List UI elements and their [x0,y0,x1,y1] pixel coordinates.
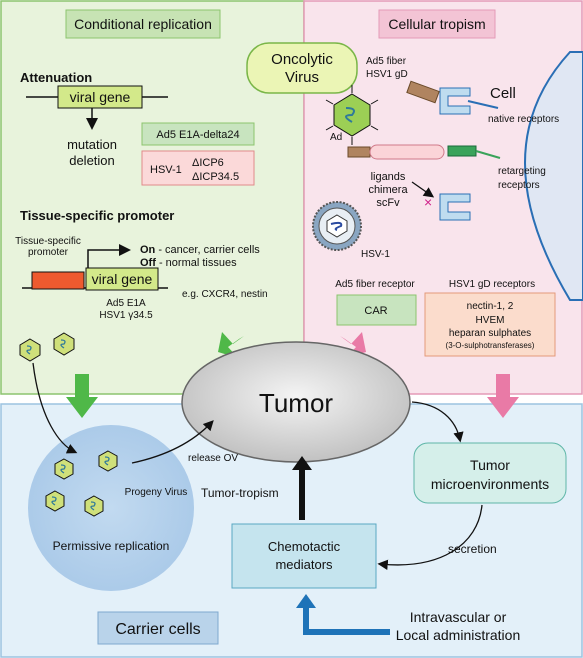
hsv-attenuation-label: HSV-1 [150,164,182,176]
to-microenv-arrow [411,401,464,443]
cellular-tropism-header [378,9,496,39]
promoter-label-line1: Tissue-specific [15,236,81,247]
chemotactic-line2: mediators [275,557,333,572]
conditional-replication-title: Conditional replication [74,16,212,32]
attenuation-gene-label: viral gene [70,89,131,105]
gd-receptors-box [424,292,556,357]
gd-3ost: (3-O-sulphotransferases) [446,341,535,350]
ad-label: Ad [330,132,342,143]
promoter-box [31,271,85,290]
release-arrow [131,420,214,464]
administration-arrow [303,606,390,635]
tumor-label: Tumor [259,388,333,418]
retarget-receptor-icon [447,145,477,157]
cellular-tropism-title: Cellular tropism [388,16,485,32]
deletion-label: deletion [69,153,115,168]
gd-nectin: nectin-1, 2 [467,301,514,312]
infection-arrow [32,362,78,454]
virus-particle-icon [54,458,74,480]
chemotactic-line1: Chemotactic [268,539,341,554]
oncolytic-virus-bubble [246,42,358,94]
ad5-delta24-box [141,122,255,146]
tumor-tropism-arrow [292,456,312,520]
mutation-label: mutation [67,137,117,152]
conditional-replication-header [65,9,221,39]
tumor-microenvironments-box [413,442,567,504]
carrier-cells-header [97,611,219,645]
administration-arrowhead [296,594,316,608]
administration-line2: Local administration [396,627,521,643]
hsv-delta-icp6: ΔICP6 [192,157,224,169]
scfv-label: scFv [376,197,400,209]
chemotactic-mediators-box [231,523,377,589]
promoter-example: e.g. CXCR4, nestin [182,289,268,300]
administration-line1: Intravascular or [410,609,507,625]
hsv-label: HSV-1 [361,249,390,260]
cell-label: Cell [490,85,516,102]
hsv-delta-icp345: ΔICP34.5 [192,171,239,183]
ligands-label: ligands [371,171,406,183]
chimera-icon [369,144,445,160]
ligand-stalk-icon [347,146,371,158]
virus-particle-icon [98,450,118,472]
microenv-line2: microenvironments [431,476,549,492]
cell-membrane [524,51,583,301]
progeny-virus-label: Progeny Virus [125,487,188,498]
promoter-gene-hsv: HSV1 γ34.5 [99,310,153,321]
chimera-label: chimera [368,184,408,196]
native-receptors-label: native receptors [488,114,559,125]
gd-heparan: heparan sulphates [449,328,531,339]
green-arrow-down-left [66,374,98,418]
green-arrow-to-tumor [218,332,244,358]
virus-particle-icon [45,490,65,512]
block-x-icon: × [424,194,432,210]
release-ov-label: release OV [188,453,238,464]
hsv-icon [312,201,362,251]
promoter-label-line2: promoter [28,247,69,258]
carrier-cells-title: Carrier cells [115,621,200,638]
promoter-heading: Tissue-specific promoter [20,208,174,223]
retargeting-line1: retargeting [498,166,546,177]
promoter-on: On - cancer, carrier cells [140,244,260,256]
attenuation-heading: Attenuation [20,70,92,85]
virus-particle-icon [84,495,104,517]
promoter-gene-box [85,267,159,291]
promoter-gene-label: viral gene [92,271,153,287]
virus-particle-icon [19,338,41,362]
adenovirus-icon [325,85,379,145]
ad5-fiber-receptor-heading: Ad5 fiber receptor [335,279,415,290]
car-box [336,294,417,326]
secretion-label: secretion [448,542,497,556]
ad5-fiber-label-1: Ad5 fiber [366,56,407,67]
pink-arrow-down-right [487,374,519,418]
hsv-attenuation-box [141,150,255,186]
tumor-tropism-label: Tumor-tropism [201,486,279,500]
promoter-gene-ad5: Ad5 E1A [106,298,146,309]
gd-hvem: HVEM [476,315,505,326]
ad5-fiber-icon [406,80,440,104]
tumor-ellipse [181,341,411,463]
ad5-fiber-label-2: HSV1 gD [366,69,408,80]
microenv-line1: Tumor [470,457,510,473]
secretion-arrow [377,504,483,570]
oncolytic-virus-line1: Oncolytic [271,51,333,68]
promoter-off: Off - normal tissues [140,257,237,269]
virus-particle-icon [53,332,75,356]
retargeting-line2: receptors [498,180,540,191]
blocked-receptor-icon [439,193,471,221]
car-label: CAR [364,305,387,317]
oncolytic-virus-line2: Virus [285,69,319,86]
native-receptor-icon [439,87,471,115]
permissive-replication-label: Permissive replication [53,539,170,553]
attenuation-gene-box [57,85,143,109]
gd-receptors-heading: HSV1 gD receptors [449,279,535,290]
ad5-delta24-label: Ad5 E1A-delta24 [156,129,239,141]
